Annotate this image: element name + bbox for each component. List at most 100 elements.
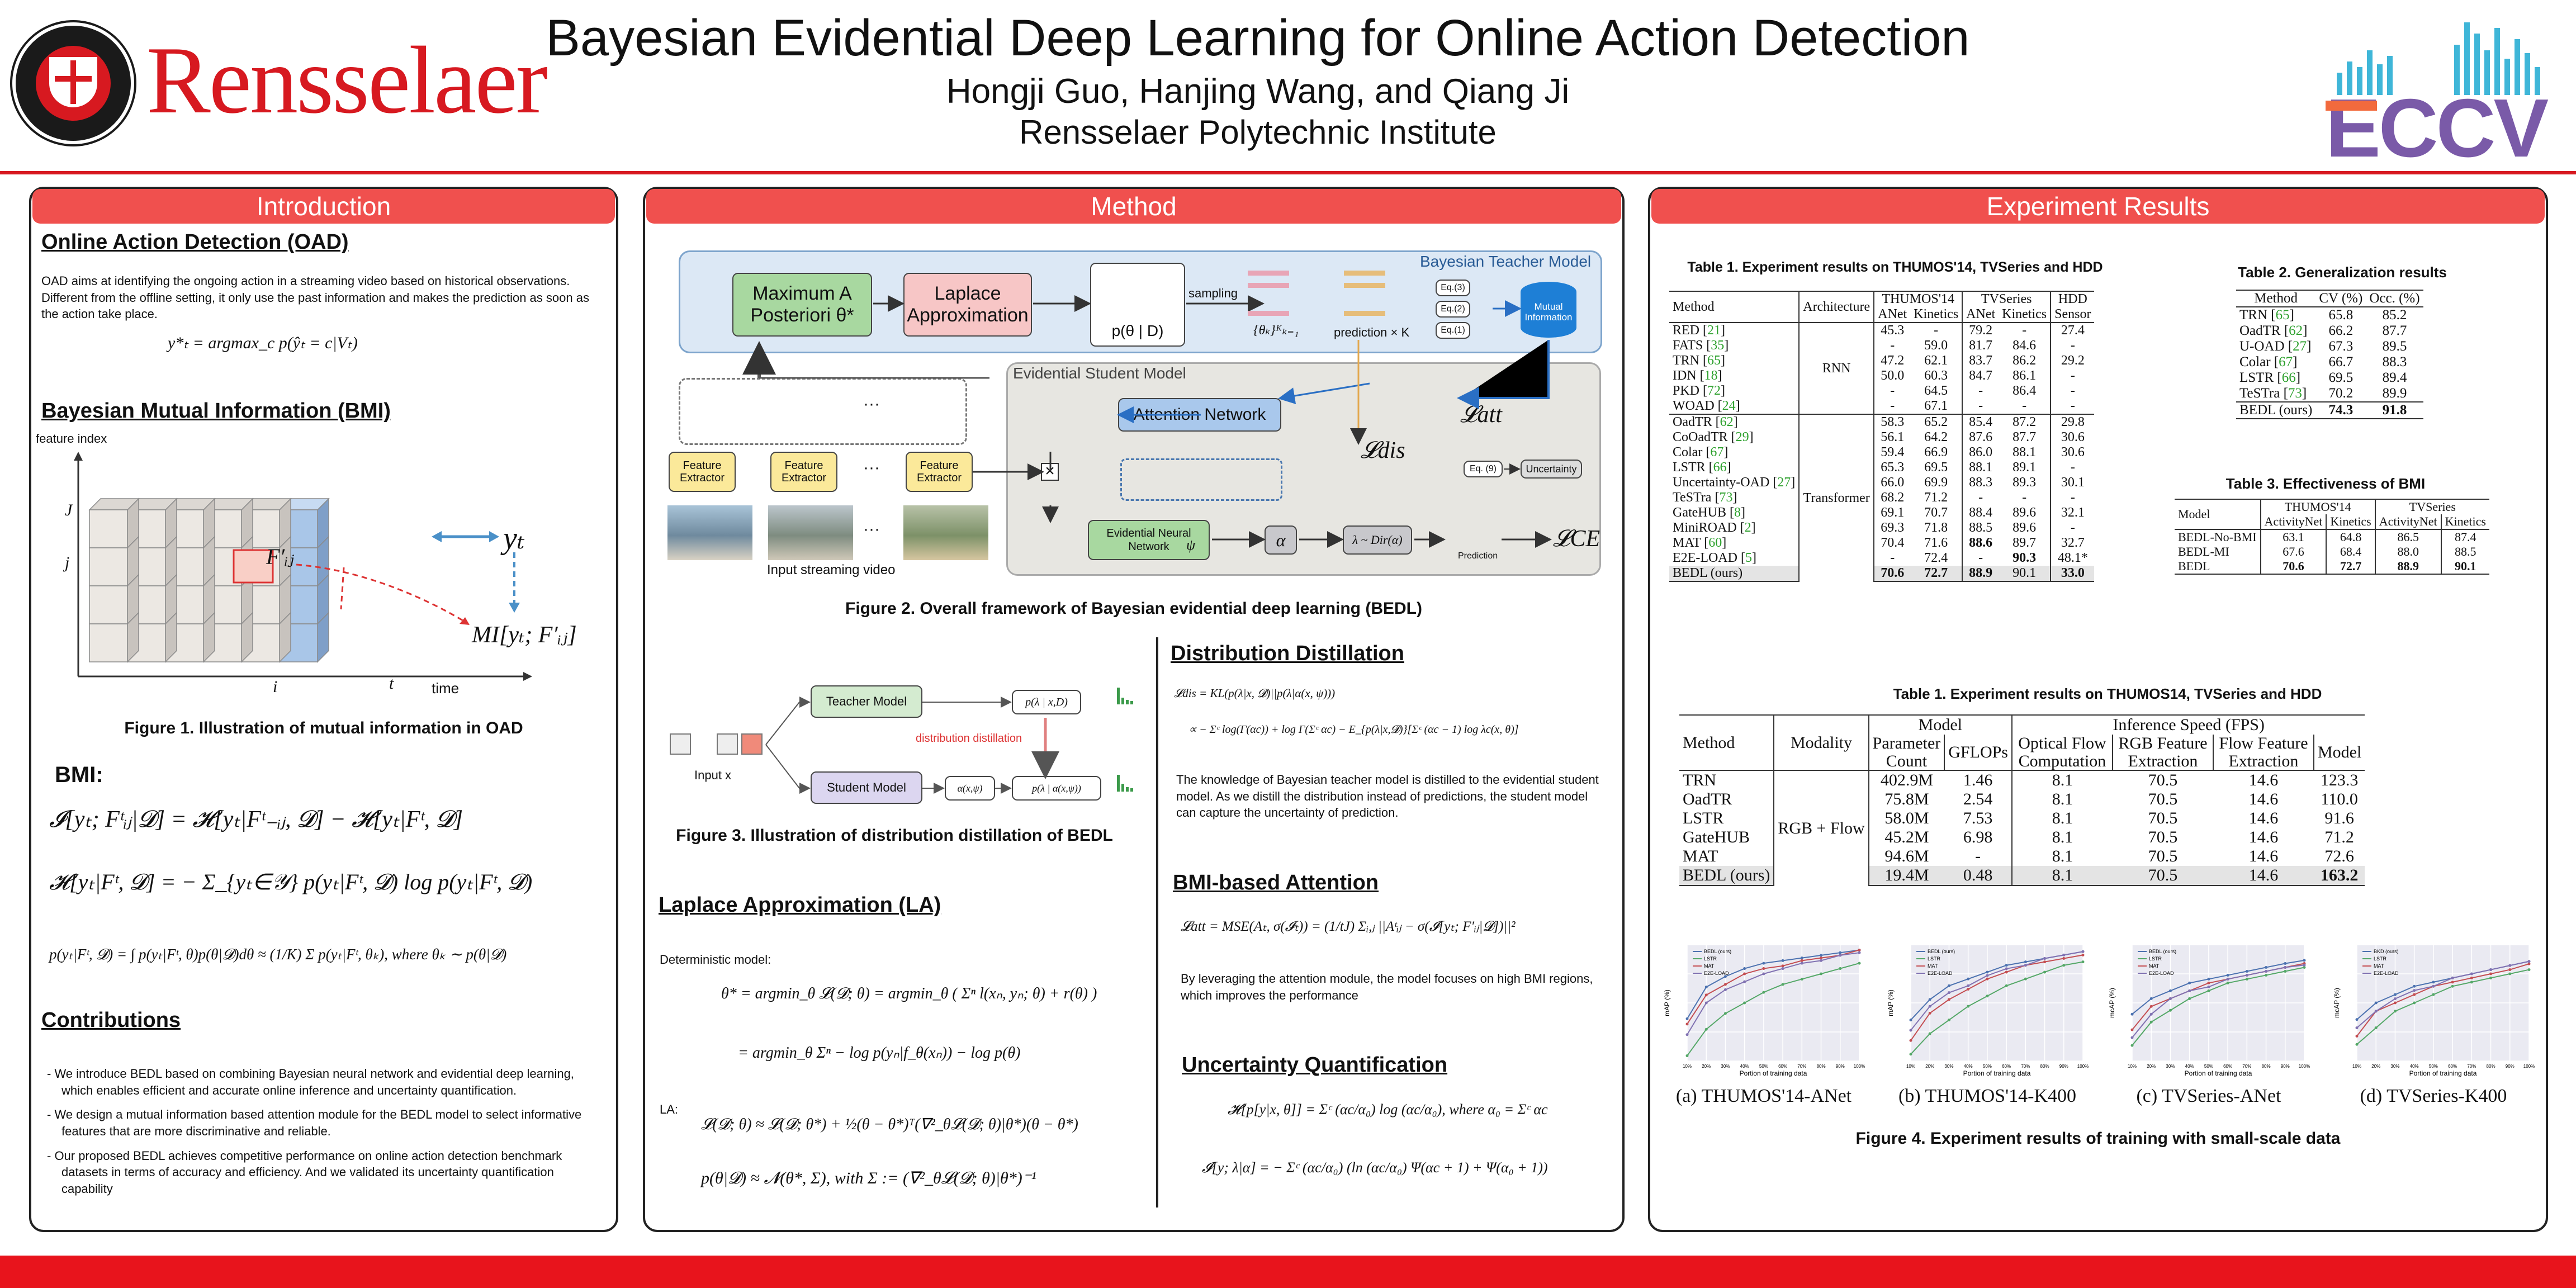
x-tick-label: 20% [1925, 1064, 1934, 1069]
table-cell: 87.6 [1962, 430, 1999, 445]
data-point [2470, 976, 2473, 979]
la-equation-1: θ* = argmin_θ 𝓛(𝓓; θ) = argmin_θ ( Σⁿ l(… [721, 985, 1097, 1002]
data-point [1743, 967, 1746, 970]
data-point [2508, 968, 2512, 972]
oad-text: OAD aims at identifying the ongoing acti… [41, 274, 589, 321]
y-axis-label: mAP (%) [1663, 989, 1671, 1016]
attention-equation: 𝓛att = MSE(Aₜ, σ(𝓘ₜ)) = (1/tJ) Σᵢ,ⱼ ||Aᵗ… [1181, 919, 1516, 934]
results-title: Experiment Results [1651, 189, 2545, 224]
bmi-label: BMI: [55, 763, 103, 787]
data-point [2168, 989, 2172, 992]
table-cell: BEDL (ours) [1679, 866, 1774, 886]
data-point [1743, 972, 1746, 976]
data-point [2245, 973, 2248, 977]
table-cell: 29.2 [2050, 353, 2095, 368]
rensselaer-wordmark: Rensselaer [146, 27, 548, 134]
fig3-teacher-box: Teacher Model [811, 685, 922, 718]
contributions-heading: Contributions [41, 1008, 181, 1032]
table-cell: Architecture [1798, 291, 1874, 323]
student-model-label: Evidential Student Model [1013, 364, 1186, 382]
data-point [1762, 972, 1765, 976]
table-cell: 71.8 [1924, 520, 1948, 535]
table-cell: Kinetics [2440, 514, 2489, 530]
data-point [2265, 969, 2268, 973]
figure-4-chart: 10%20%30%40%50%60%70%80%90%100%BKD (ours… [2333, 944, 2535, 1077]
table-cell: U-OAD [27] [2239, 339, 2312, 354]
data-point [2527, 960, 2531, 963]
table-cell: 89.6 [2012, 505, 2037, 520]
data-point [2149, 1005, 2153, 1008]
eq3-box: Eq.(3) [1436, 280, 1470, 296]
table-cell: 86.1 [2012, 368, 2037, 383]
table-cell: 14.6 [2248, 828, 2279, 846]
table-cell: - [1975, 847, 1981, 865]
table-1-caption: Table 1. Experiment results on THUMOS'14… [1687, 259, 2103, 275]
data-point [1858, 948, 1861, 951]
x-tick-label: 10% [1683, 1064, 1692, 1069]
legend-label: MAT [2149, 963, 2160, 969]
table-cell: Uncertainty-OAD [27] [1673, 475, 1796, 490]
table-cell: 86.2 [2012, 353, 2037, 368]
table-cell: 67.1 [1924, 399, 1948, 413]
legend-label: E2E-LOAD [1928, 970, 1953, 976]
x-tick-label: 50% [1759, 1064, 1768, 1069]
table-cell: Modality [1773, 714, 1869, 771]
data-point [1947, 1019, 1950, 1022]
table-cell: 50.0 [1873, 368, 1911, 383]
map-box: Maximum A Posteriori θ* [732, 273, 872, 337]
table-cell: 14.6 [2248, 771, 2279, 789]
table-cell: Colar [67] [1673, 445, 1729, 460]
data-point [2081, 960, 2085, 964]
table-cell: Model [2313, 735, 2365, 771]
la-equation-4: p(θ|𝓓) ≈ 𝓝(θ*, Σ), with Σ := (∇²_θ𝓛(𝓓; θ… [701, 1169, 1036, 1187]
table-cell: 70.5 [2148, 847, 2178, 865]
data-point [2188, 997, 2191, 1000]
la-label: LA: [660, 1102, 679, 1116]
data-point [1743, 1001, 1746, 1005]
attention-text: By leveraging the attention module, the … [1181, 972, 1593, 1002]
table-cell: OadTR [62] [2239, 323, 2308, 338]
svg-text:ECCV: ECCV [2326, 82, 2548, 162]
x-tick-label: 40% [2185, 1064, 2194, 1069]
table-cell: FATS [35] [1673, 338, 1729, 353]
dd-equation-2: ∝ − Σᶜ log(Γ(αc)) + log Γ(Σᶜ αc) − E_{p(… [1188, 723, 1519, 736]
table-cell: - [1873, 551, 1911, 566]
data-point [2081, 953, 2085, 956]
legend-label: BEDL (ours) [1704, 949, 1731, 954]
data-point [2188, 989, 2191, 992]
data-point [2265, 973, 2268, 977]
data-point [2303, 959, 2306, 962]
data-point [2451, 981, 2454, 984]
eq9-box: Eq. (9) [1464, 461, 1503, 477]
feature-cube-face [89, 547, 128, 586]
data-point [2188, 981, 2191, 984]
table-cell: - [1910, 322, 1963, 338]
evidential-nn-box: Evidential Neural Network [1088, 520, 1210, 560]
table-cell: 64.8 [2326, 529, 2375, 544]
figure-3-caption: Figure 3. Illustration of distribution d… [676, 826, 1113, 845]
table-cell: 70.5 [2112, 866, 2213, 886]
footer-band [0, 1256, 2576, 1288]
table-cell: 8.1 [2011, 828, 2113, 847]
data-point [2413, 989, 2416, 992]
table-cell: Model [1868, 714, 2012, 735]
fig3-input-label: Input x [694, 768, 732, 782]
la-equation-2: = argmin_θ Σⁿ − log p(yₙ|f_θ(xₙ)) − log … [738, 1044, 1021, 1062]
data-point [2149, 997, 2153, 1000]
fig1-feature-index-label: feature index [36, 432, 107, 446]
x-tick-label: 30% [2166, 1064, 2175, 1069]
rpi-seal-logo [12, 22, 134, 144]
data-point [2413, 984, 2416, 988]
fig1-i-label: i [273, 678, 278, 696]
table-cell: 66.9 [1924, 445, 1948, 460]
input-streaming-video-label: Input streaming video [767, 562, 896, 577]
x-tick-label: 100% [2299, 1064, 2310, 1069]
